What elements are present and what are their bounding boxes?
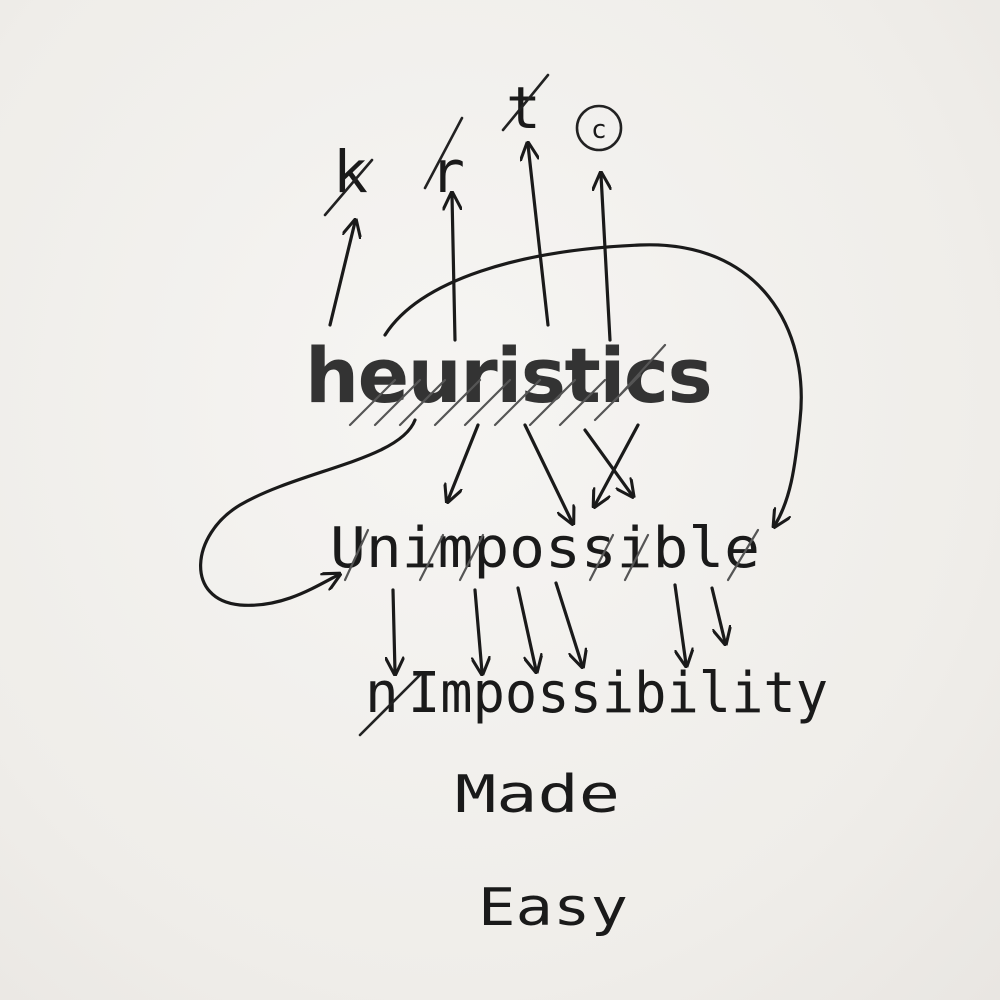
heuristics-hatching [348,343,667,427]
strike-t [501,73,550,132]
arrow-lower-6 [710,586,725,642]
strike-n [358,673,422,737]
handwritten-unimpossible: Unimpossible [330,516,760,581]
arrow-lower-2 [475,588,482,672]
handwritten-made: Made [455,765,620,825]
arrow-lower-1 [393,588,395,672]
arrow-down-1 [448,423,480,500]
arrow-lower-3 [516,586,536,670]
down-arrows-lower [393,581,725,672]
arrow-down-2 [523,423,572,522]
down-arrows-upper [448,423,640,522]
printed-word-heuristics: heuristics [305,331,711,420]
strike-k [323,158,374,217]
arrow-up-t [528,145,550,327]
top-symbol-t: t [506,74,541,142]
strike-r [423,116,464,190]
arrow-down-cross-b [583,428,632,495]
up-arrows [328,145,612,342]
arrow-lower-4 [554,581,582,665]
handwritten-prefix-n: n [365,661,399,726]
arrow-up-r [452,195,455,342]
arrow-up-c [601,175,612,342]
arrow-loop-right [383,243,803,525]
handwritten-impossibility: Impossibility [408,661,828,726]
arrow-up-k [328,222,355,327]
handwritten-easy: Easy [478,878,628,938]
top-symbols: k r t c [323,73,623,217]
top-symbol-c: c [591,115,607,145]
unimpossible-hatching [343,528,760,582]
copyright-circle [575,104,623,152]
arrow-lower-5 [673,583,686,664]
arrow-loop-left [199,418,417,607]
arrow-down-cross-a [595,423,640,505]
